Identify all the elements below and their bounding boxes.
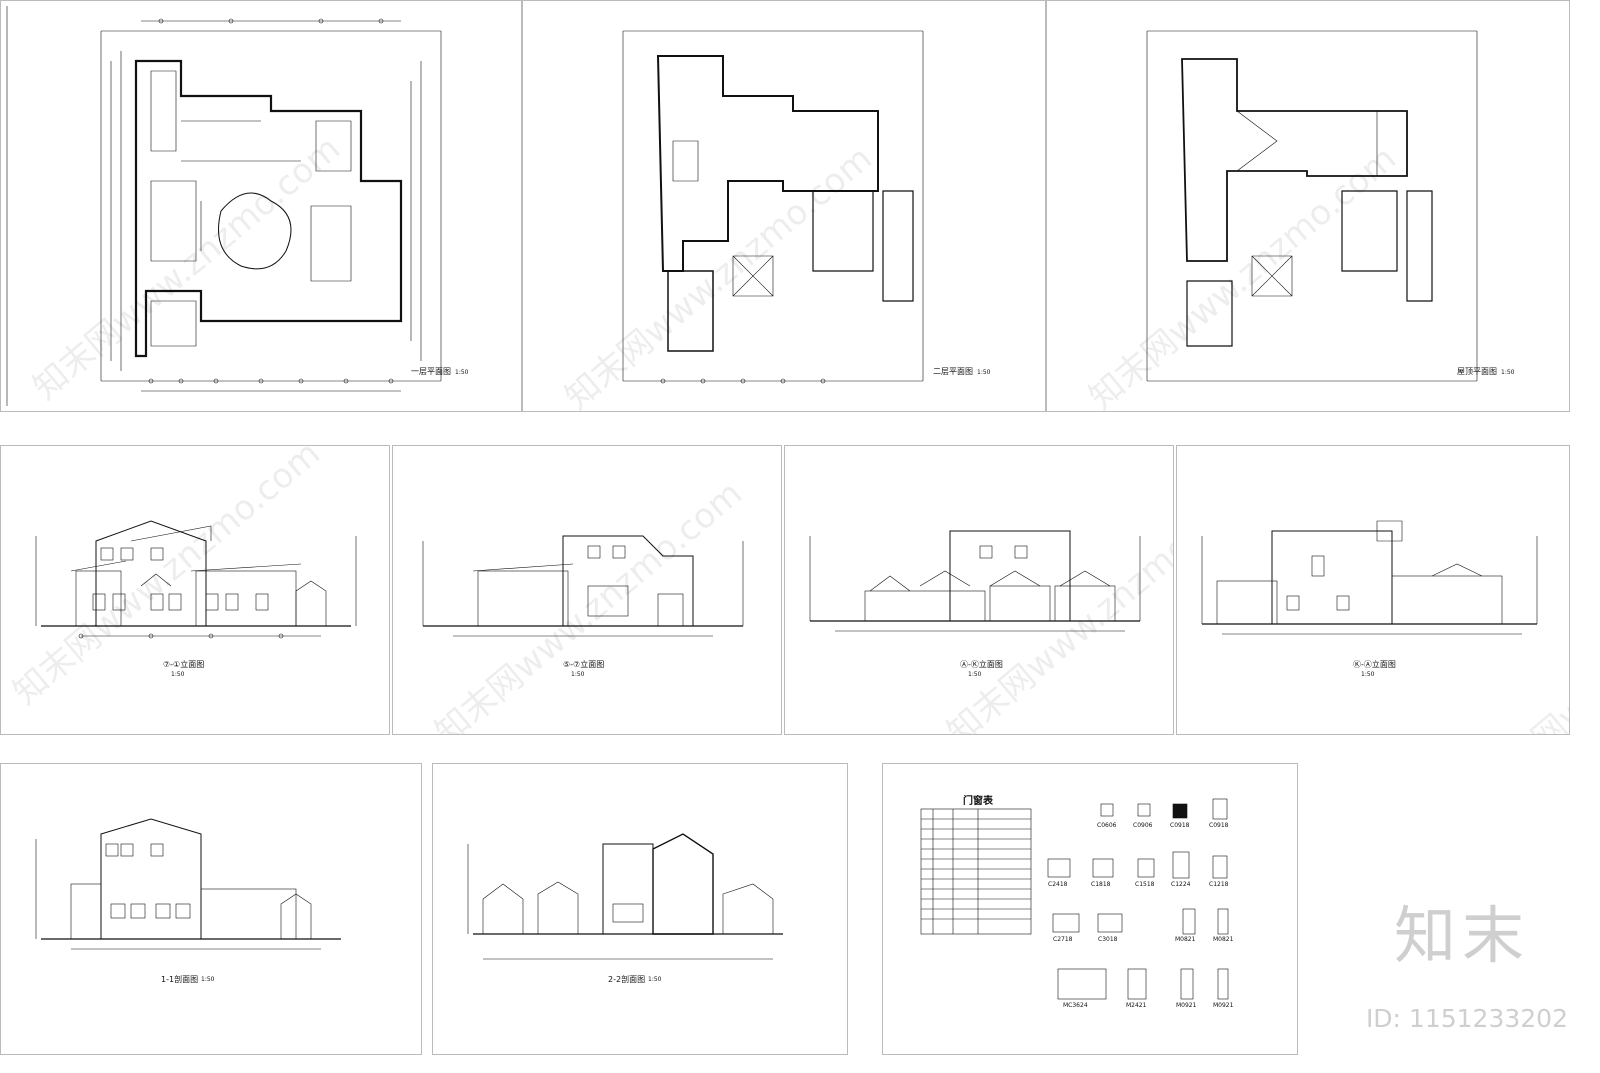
sheet-elevation-1: ⑦-①立面图 1:50 知末网www.znzmo.com <box>0 445 390 735</box>
roof-title: 屋顶平面图 <box>1457 367 1497 376</box>
door-window-table-drawing <box>920 798 1229 1000</box>
section-1-scale: 1:50 <box>201 976 215 983</box>
brand-logo-text: 知末 <box>1393 899 1530 972</box>
elevation-1-title: ⑦-①立面图 <box>163 660 205 669</box>
window-label: C2718 <box>1053 936 1073 943</box>
elevation-4-drawing <box>1201 520 1538 635</box>
window-label: C1218 <box>1209 881 1229 888</box>
sheet-elevation-3: Ⓐ-Ⓚ立面图 1:50 知末网www.znzmo.com <box>784 445 1174 735</box>
brand-id: ID: 1151233202 <box>1365 1004 1568 1033</box>
floor1-plan-drawing <box>6 6 442 406</box>
door-label: M0821 <box>1175 936 1196 943</box>
door-label: M2421 <box>1126 1002 1147 1009</box>
door-window-table-title: 门窗表 <box>963 796 993 807</box>
window-label: C0918 <box>1170 822 1190 829</box>
elevation-2-title: ⑤-⑦立面图 <box>563 660 605 669</box>
elevation-2-drawing <box>422 535 744 637</box>
elevation-1-drawing <box>35 520 357 639</box>
floor2-title: 二层平面图 <box>933 367 973 376</box>
floor1-title: 一层平面图 <box>411 367 451 376</box>
sheet-floor2-plan: 二层平面图 1:50 知末网www.znzmo.com <box>522 0 1046 412</box>
sheet-section-2: 2-2剖面图 1:50 <box>432 763 848 1055</box>
floor1-scale: 1:50 <box>455 369 469 376</box>
window-label: C3018 <box>1098 936 1118 943</box>
elevation-3-drawing <box>809 530 1141 632</box>
door-label: M0921 <box>1176 1002 1197 1009</box>
section-2-title: 2-2剖面图 <box>608 975 646 984</box>
door-label: M0821 <box>1213 936 1234 943</box>
section-1-title: 1-1剖面图 <box>161 975 199 984</box>
window-label: C1518 <box>1135 881 1155 888</box>
elevation-3-title: Ⓐ-Ⓚ立面图 <box>960 660 1003 669</box>
sheet-roof-plan: 屋顶平面图 1:50 知末网www.znzmo.com <box>1046 0 1570 412</box>
window-label: C0918 <box>1209 822 1229 829</box>
elevation-4-scale: 1:50 <box>1361 671 1375 678</box>
floor2-plan-drawing <box>622 30 924 384</box>
section-1-drawing <box>35 818 341 950</box>
roof-plan-drawing <box>1146 30 1478 382</box>
window-label: C2418 <box>1048 881 1068 888</box>
elevation-3-scale: 1:50 <box>968 671 982 678</box>
sheet-elevation-4: Ⓚ-Ⓐ立面图 1:50 知末网www.znzmo.com <box>1176 445 1570 735</box>
roof-scale: 1:50 <box>1501 369 1515 376</box>
elevation-2-scale: 1:50 <box>571 671 585 678</box>
section-2-scale: 1:50 <box>648 976 662 983</box>
door-label: MC3624 <box>1063 1002 1088 1009</box>
door-label: M0921 <box>1213 1002 1234 1009</box>
sheet-door-window-table: 门窗表 C0606 C0906 C0918 C0918 C2418 C1818 … <box>882 763 1298 1055</box>
window-label: C1818 <box>1091 881 1111 888</box>
window-label: C0606 <box>1097 822 1117 829</box>
sheet-elevation-2: ⑤-⑦立面图 1:50 知末网www.znzmo.com <box>392 445 782 735</box>
window-label: C0906 <box>1133 822 1153 829</box>
elevation-1-scale: 1:50 <box>171 671 185 678</box>
floor2-scale: 1:50 <box>977 369 991 376</box>
sheet-section-1: 1-1剖面图 1:50 <box>0 763 422 1055</box>
window-label: C1224 <box>1171 881 1191 888</box>
elevation-4-title: Ⓚ-Ⓐ立面图 <box>1353 660 1396 669</box>
section-2-drawing <box>467 833 783 960</box>
sheet-floor1-plan: 一层平面图 1:50 知末网www.znzmo.com <box>0 0 522 412</box>
